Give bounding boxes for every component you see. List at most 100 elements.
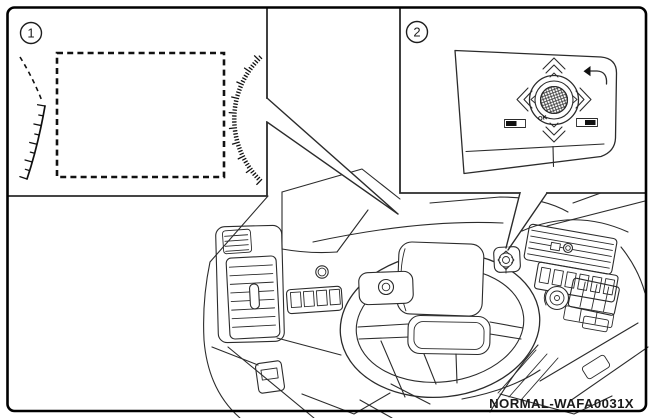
gauge-tick bbox=[243, 67, 252, 73]
dash-seam bbox=[211, 346, 259, 366]
gauge-tick bbox=[248, 66, 253, 71]
gauge-tick bbox=[36, 104, 46, 107]
gauge-tick bbox=[233, 132, 238, 135]
gauge-tick bbox=[238, 149, 243, 153]
dash-top-right bbox=[429, 196, 569, 213]
callout-panel-display: 1 bbox=[7, 7, 268, 197]
gauge-tick bbox=[234, 138, 240, 141]
gauge-tick bbox=[231, 141, 240, 145]
right-indicator-icon bbox=[576, 118, 598, 127]
gauge-tick bbox=[239, 152, 244, 156]
gauge-tick bbox=[253, 55, 261, 62]
control-inner-ring bbox=[534, 80, 574, 120]
callout-panel-switch: OK bbox=[399, 7, 646, 194]
gauge-tick bbox=[252, 62, 257, 66]
gauge-tick bbox=[250, 64, 255, 68]
gauge-tick bbox=[233, 103, 238, 106]
gauge-tick bbox=[236, 81, 244, 86]
gauge-tick bbox=[24, 168, 31, 172]
left-gauge-ticks bbox=[19, 104, 46, 180]
gauge-tick bbox=[245, 71, 250, 76]
display-area-outline bbox=[55, 51, 226, 179]
instrument-hood bbox=[281, 168, 504, 254]
left-pod-ring bbox=[377, 278, 395, 296]
gauge-tick bbox=[236, 91, 241, 94]
volume-knob bbox=[543, 285, 570, 311]
gauge-tick bbox=[235, 94, 240, 97]
leader-lines bbox=[266, 97, 548, 251]
window-line bbox=[546, 200, 646, 227]
dash-button-row bbox=[285, 285, 344, 315]
gauge-tick bbox=[242, 157, 247, 161]
steering-wheel bbox=[339, 241, 541, 399]
up-arrow-icon bbox=[542, 57, 566, 78]
right-gauge bbox=[228, 55, 263, 186]
callout-1-badge: 1 bbox=[19, 21, 43, 45]
switch-bezel bbox=[454, 49, 618, 175]
vent-knob bbox=[249, 283, 260, 310]
gauge-tick bbox=[242, 77, 247, 81]
figure-code: NORMAL-WAFA0031X bbox=[489, 396, 634, 411]
steering-switch-detail: OK bbox=[454, 49, 618, 175]
ok-label: OK bbox=[538, 115, 549, 123]
stack-button-bank bbox=[567, 277, 620, 316]
stack-tray bbox=[581, 315, 609, 333]
dashboard-illustration bbox=[203, 168, 649, 418]
gauge-tick bbox=[258, 55, 263, 60]
dash-seam bbox=[276, 337, 342, 356]
gauge-tick bbox=[240, 79, 246, 83]
gauge-tick bbox=[254, 174, 259, 179]
door-edge-line bbox=[620, 246, 646, 294]
gauge-tick bbox=[38, 114, 44, 117]
vent-slider bbox=[549, 241, 561, 252]
gauge-tick bbox=[233, 135, 239, 138]
figure-border bbox=[6, 6, 648, 413]
vent-dial bbox=[562, 242, 574, 254]
floor-line bbox=[359, 399, 393, 418]
gauge-tick bbox=[237, 88, 242, 91]
gauge-tick bbox=[254, 59, 259, 64]
gauge-tick bbox=[24, 159, 33, 163]
gauge-tick bbox=[245, 162, 250, 167]
gauge-tick bbox=[29, 151, 36, 154]
back-icon bbox=[583, 66, 608, 85]
center-stack bbox=[523, 223, 620, 333]
control-outer-ring bbox=[528, 74, 580, 126]
column-line bbox=[390, 383, 431, 405]
callout-2-number: 2 bbox=[413, 25, 420, 40]
gauge-tick bbox=[233, 100, 239, 103]
steering-switch-location bbox=[493, 246, 521, 274]
lower-latch bbox=[255, 360, 285, 394]
shifter bbox=[581, 354, 611, 380]
gauge-tick bbox=[256, 178, 263, 186]
stack-button-row bbox=[533, 261, 619, 303]
gauge-tick bbox=[250, 170, 255, 174]
gauge-tick bbox=[34, 133, 40, 136]
gauge-tick bbox=[236, 144, 241, 147]
door-sweep-line bbox=[521, 219, 629, 233]
gauge-tick bbox=[245, 167, 253, 174]
center-console bbox=[489, 322, 649, 415]
callout-1-number: 1 bbox=[27, 26, 34, 41]
a-pillar-line bbox=[203, 195, 269, 418]
left-air-vent bbox=[215, 224, 285, 344]
right-gauge-ticks bbox=[228, 55, 263, 186]
gauge-tick bbox=[19, 175, 28, 180]
left-arrow-icon bbox=[516, 87, 536, 112]
left-spoke-pod bbox=[358, 270, 414, 306]
gauge-tick bbox=[29, 141, 38, 145]
gauge-tick bbox=[252, 172, 257, 176]
gauge-tick bbox=[246, 165, 252, 169]
gauge-tick bbox=[238, 85, 243, 89]
left-pod-ring-inner bbox=[381, 282, 391, 292]
down-arrow-icon bbox=[542, 122, 566, 143]
gauge-tick bbox=[243, 160, 248, 164]
gauge-tick bbox=[237, 147, 242, 150]
left-gauge bbox=[19, 56, 46, 180]
gauge-tick bbox=[231, 96, 240, 100]
lower-hub bbox=[407, 314, 491, 356]
column-line bbox=[380, 340, 406, 398]
gauge-tick bbox=[33, 123, 42, 127]
callout-2-leader bbox=[505, 192, 548, 251]
